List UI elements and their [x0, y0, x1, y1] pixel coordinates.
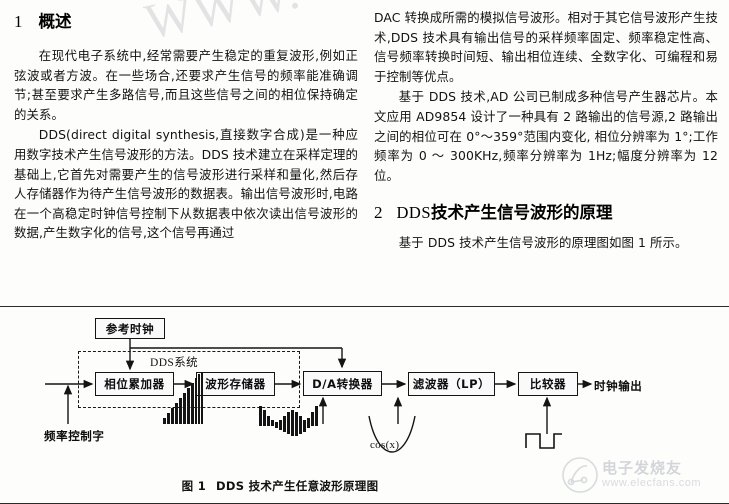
right-text-column: DAC 转换成所需的模拟信号波形。相对于其它信号波形产生技术,DDS 技术具有输… [374, 8, 718, 254]
block-da-converter: D/A转换器 [303, 371, 382, 396]
figure-dds-block-diagram: DDS系统 参考时钟 相位累加器 波形存储器 D/A转换器 滤波器（LP） 比较… [0, 306, 729, 504]
block-waveform-memory-label: 波形存储器 [205, 377, 266, 391]
label-frequency-control-word: 频率控制字 [44, 429, 105, 443]
paragraph: 在现代电子系统中,经常需要产生稳定的重复波形,例如正弦波或者方波。在一些场合,还… [14, 48, 358, 122]
block-ref-clock-label: 参考时钟 [105, 321, 155, 336]
figure-caption: 图 1 DDS 技术产生任意波形原理图 [0, 478, 560, 494]
block-phase-accumulator-label: 相位累加器 [104, 377, 165, 391]
dds-system-group-label: DDS系统 [150, 354, 198, 370]
dds-system-group-label-cn: 系统 [174, 355, 199, 369]
section-heading-1: 1 概述 [14, 8, 358, 32]
section-title-1: 概述 [38, 12, 72, 31]
figure-caption-text: DDS 技术产生任意波形原理图 [216, 479, 379, 493]
figure-wiring [45, 339, 593, 453]
block-filter-label: 滤波器（LP） [412, 377, 491, 391]
block-filter: 滤波器（LP） [408, 372, 495, 396]
paragraph: 基于 DDS 技术产生信号波形的原理图如图 1 所示。 [398, 235, 688, 251]
section-title-2-cn: 技术产生信号波形的原理 [431, 203, 613, 223]
waveform-square [525, 433, 562, 449]
figure-caption-label: 图 1 [181, 479, 206, 493]
block-ref-clock: 参考时钟 [95, 318, 165, 339]
section-heading-2: 2 DDS技术产生信号波形的原理 [374, 199, 718, 223]
figure-top-rule [0, 306, 729, 307]
block-comparator-label: 比较器 [529, 377, 567, 391]
section-number-2: 2 [374, 203, 383, 223]
label-cos-x: cos(x) [370, 439, 400, 451]
paragraph: DDS(direct digital synthesis,直接数字合成)是一种应… [14, 127, 358, 241]
section-number-1: 1 [14, 12, 23, 31]
left-text-column: 1 概述 在现代电子系统中,经常需要产生稳定的重复波形,例如正弦波或者方波。在一些… [14, 8, 358, 244]
waveform-sampled-cosine [259, 406, 318, 436]
waveform-cosine-curve [368, 415, 416, 453]
block-waveform-memory: 波形存储器 [196, 372, 275, 396]
waveform-ramp [163, 372, 203, 424]
paragraph: DAC 转换成所需的模拟信号波形。相对于其它信号波形产生技术,DDS 技术具有输… [374, 10, 718, 84]
block-comparator: 比较器 [518, 372, 578, 396]
section-title-2-latin: DDS [396, 203, 432, 223]
block-da-converter-label: D/A转换器 [312, 376, 373, 391]
paragraph: 基于 DDS 技术,AD 公司已制成多种信号产生器芯片。本文应用 AD9854 … [374, 89, 718, 183]
label-clock-output: 时钟输出 [594, 379, 643, 393]
block-phase-accumulator: 相位累加器 [95, 372, 174, 396]
dds-system-group-label-latin: DDS [150, 357, 175, 369]
